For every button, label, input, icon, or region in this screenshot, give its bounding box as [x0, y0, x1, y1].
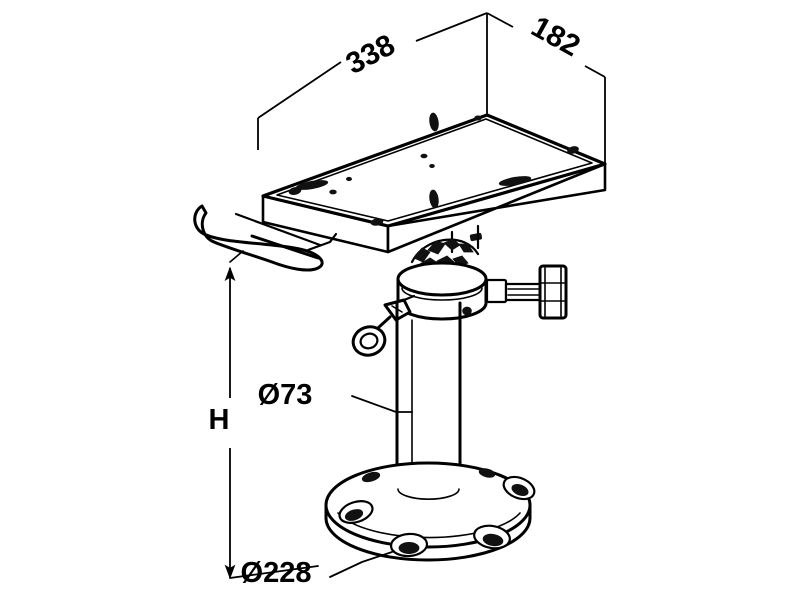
plate-front-tab	[469, 232, 483, 242]
base-plate-inner-contour	[337, 512, 521, 539]
base-plate-bottom-edge	[324, 516, 532, 562]
plate-slot-right	[498, 176, 532, 186]
plate-corner-pads	[288, 146, 579, 226]
dimension-height-group: H	[209, 266, 236, 580]
swivel-housing-groove	[401, 287, 483, 301]
dimension-182-line-left	[486, 12, 514, 28]
knob-collar	[485, 278, 508, 304]
plate-bolt-dots	[329, 115, 482, 195]
bolt-hole	[478, 468, 496, 478]
lever-upper-edge	[234, 212, 322, 247]
dimension-diameter228-extension	[229, 565, 319, 579]
dimension-182-line-right	[584, 65, 606, 78]
dimension-diameter73-label: Ø73	[258, 379, 313, 411]
lever-pivot-link	[306, 232, 338, 252]
plate-slot-top-center	[429, 112, 439, 132]
swivel-housing-top-rim	[396, 261, 488, 297]
knob-head[interactable]	[538, 264, 568, 320]
dimension-diameter228-group: Ø228	[229, 551, 393, 589]
plate-slot-bottom-center	[429, 189, 439, 209]
dimension-height-label: H	[209, 404, 230, 436]
dimension-diameter73-group: Ø73	[258, 379, 413, 413]
dimension-338-line-right	[415, 12, 488, 42]
knob-shaft	[504, 282, 542, 302]
dimension-diameter228-leader	[329, 551, 393, 578]
bolt-hole	[473, 524, 511, 550]
dimension-182-label: 182	[526, 10, 586, 63]
base-plate-bolt-holes	[338, 468, 536, 558]
swivel-housing-bottom-rim	[396, 301, 488, 321]
ring-pull-link	[402, 294, 416, 302]
lever-arm	[250, 234, 320, 260]
dimension-diameter228-label: Ø228	[241, 557, 312, 589]
seat-mounting-plate	[261, 112, 607, 254]
dimension-diameter73-leader	[351, 395, 413, 413]
plate-inner-rim	[276, 118, 593, 222]
swivel-housing-boss	[462, 306, 472, 316]
bolt-hole	[502, 475, 536, 501]
plate-top-face	[261, 113, 607, 228]
dimension-338-label: 338	[341, 28, 401, 81]
plate-front-thickness	[386, 162, 607, 254]
lever-to-height-connector	[229, 250, 244, 263]
bolt-hole	[361, 471, 381, 483]
lever-grip-outline[interactable]	[193, 204, 324, 272]
ring-pull[interactable]	[349, 294, 416, 359]
dimension-338-line-left	[257, 61, 342, 119]
locking-knob[interactable]	[485, 264, 568, 320]
adjustment-lever[interactable]	[193, 204, 338, 272]
base-plate	[324, 461, 536, 562]
ring-pull-ring-inner	[359, 332, 379, 350]
ring-pull-stem	[376, 315, 392, 330]
bolt-hole	[389, 532, 429, 558]
base-plate-column-fillet	[397, 488, 460, 500]
bolt-hole	[338, 500, 374, 524]
